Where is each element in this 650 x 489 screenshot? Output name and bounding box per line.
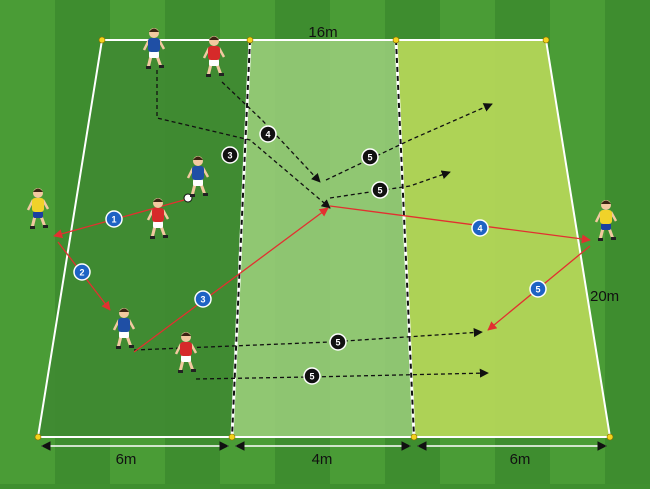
step-badge-5: 5 — [330, 334, 346, 350]
cone — [543, 37, 549, 43]
svg-text:4: 4 — [265, 130, 270, 140]
svg-text:4: 4 — [477, 224, 482, 234]
step-badge-5: 5 — [372, 182, 388, 198]
svg-text:5: 5 — [367, 153, 372, 163]
cone — [393, 37, 399, 43]
dimension-label-left: 6m — [116, 451, 137, 468]
svg-text:1: 1 — [111, 215, 116, 225]
svg-text:3: 3 — [200, 295, 205, 305]
svg-text:5: 5 — [377, 186, 382, 196]
step-badge-5: 5 — [304, 368, 320, 384]
cone — [35, 434, 41, 440]
cone — [247, 37, 253, 43]
svg-text:2: 2 — [79, 268, 84, 278]
step-badge-5: 5 — [362, 149, 378, 165]
step-badge-3: 3 — [222, 147, 238, 163]
dimension-label-mid: 4m — [312, 451, 333, 468]
step-badge-4: 4 — [472, 220, 488, 236]
cone — [411, 434, 417, 440]
step-badge-5: 5 — [530, 281, 546, 297]
svg-text:5: 5 — [535, 285, 540, 295]
step-badge-4: 4 — [260, 126, 276, 142]
top-dimension-label: 16m — [308, 24, 337, 41]
svg-text:5: 5 — [309, 372, 314, 382]
dimension-label-right: 6m — [510, 451, 531, 468]
step-badge-2: 2 — [74, 264, 90, 280]
svg-text:5: 5 — [335, 338, 340, 348]
svg-text:3: 3 — [227, 151, 232, 161]
step-badge-1: 1 — [106, 211, 122, 227]
side-dimension-label: 20m — [590, 288, 619, 305]
cone — [99, 37, 105, 43]
step-badge-3: 3 — [195, 291, 211, 307]
cone — [607, 434, 613, 440]
cone — [229, 434, 235, 440]
